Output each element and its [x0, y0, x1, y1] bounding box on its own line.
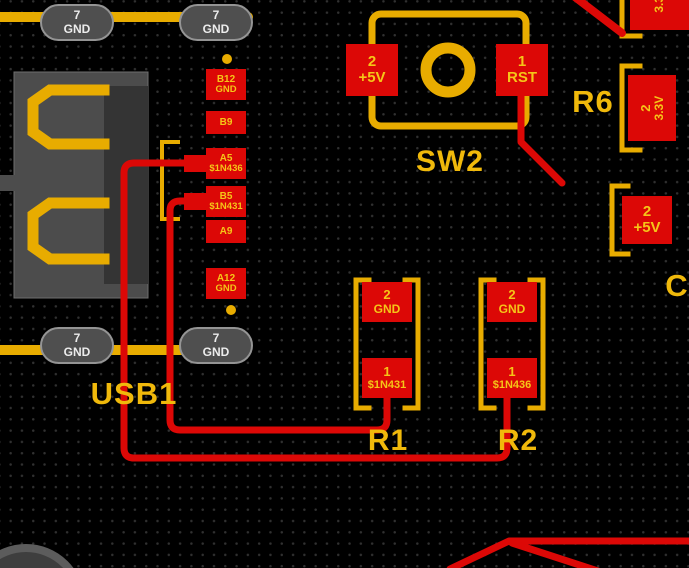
pad-number: 1 — [517, 52, 527, 70]
usb-shell-slot-bottom[interactable] — [27, 197, 110, 265]
pad-net: GND — [202, 344, 230, 359]
usb-pad-a5[interactable]: A5 $1N436 — [206, 148, 246, 179]
r1-courtyard — [353, 277, 421, 411]
pad-net: 3.3V — [651, 95, 666, 121]
sw2-pad-2[interactable]: 2 +5V — [346, 44, 398, 96]
gnd-oval-pad-top-right[interactable]: 7 GND — [179, 4, 253, 41]
pad-net: $1N436 — [209, 162, 243, 174]
pad-net: GND — [215, 282, 237, 294]
trace-bottom-right-1[interactable] — [446, 537, 689, 568]
silkscreen-ref-c-partial[interactable]: C — [665, 268, 689, 303]
plus5v-courtyard — [609, 183, 631, 257]
pad-net: $1N431 — [209, 200, 243, 212]
pad-net: RST — [507, 69, 537, 86]
pad-number: 2 — [367, 52, 377, 70]
pad-net: +5V — [633, 219, 661, 236]
pad-number: A5 — [219, 152, 233, 164]
mounting-hole[interactable] — [0, 544, 81, 568]
pad-number: 2 — [508, 287, 516, 303]
silkscreen-ref-sw2[interactable]: SW2 — [415, 145, 484, 178]
pad-net: GND — [215, 83, 237, 95]
pad-number: B5 — [219, 190, 233, 202]
pad-number: 7 — [73, 8, 81, 23]
pad-net: +5V — [358, 69, 386, 86]
silkscreen-ref-r6[interactable]: R6 — [572, 84, 614, 119]
pad-net: GND — [498, 301, 526, 316]
r6-courtyard — [619, 63, 643, 153]
usb-shell-slot-top[interactable] — [27, 84, 110, 150]
pad-net: GND — [63, 344, 91, 359]
r2-courtyard — [478, 277, 546, 411]
trace-top-right[interactable] — [571, 0, 626, 37]
gnd-oval-pad-bottom-left[interactable]: 7 GND — [40, 327, 114, 364]
pad-net: $1N431 — [367, 379, 407, 392]
pad-number: 7 — [212, 331, 220, 346]
pad-number: 1 — [508, 363, 516, 379]
pad-net: GND — [202, 21, 230, 36]
usb-pad-a12[interactable]: A12 GND — [206, 268, 246, 299]
r2-pad-1[interactable]: 1 $1N436 — [487, 358, 537, 398]
trace-1n431-to-r1[interactable] — [166, 197, 391, 434]
plus5v-pad[interactable]: 2 +5V — [622, 196, 672, 244]
r2-pad-2[interactable]: 2 GND — [487, 282, 537, 322]
pad-number: B12 — [216, 73, 236, 85]
rotated-pad-text: 3.3V — [652, 0, 667, 13]
rotated-pad-text: 2 3.3V — [637, 95, 666, 121]
sw2-pad-1[interactable]: 1 RST — [496, 44, 548, 96]
pad-number: 2 — [637, 104, 653, 112]
trace-1n436-to-r2[interactable] — [120, 159, 511, 462]
gnd-oval-pad-top-left[interactable]: 7 GND — [40, 4, 114, 41]
trace-bottom-right-2[interactable] — [508, 539, 601, 568]
r1-pad-2[interactable]: 2 GND — [362, 282, 412, 322]
pad-number: 2 — [383, 287, 391, 303]
via-bottom[interactable] — [226, 305, 236, 315]
usb-pad-a9[interactable]: A9 — [206, 220, 246, 243]
pad-net: GND — [63, 21, 91, 36]
usb-pad-b5[interactable]: B5 $1N431 — [206, 186, 246, 217]
top-right-pad[interactable]: 3.3V — [630, 0, 689, 30]
silkscreen-ref-r1[interactable]: R1 — [367, 424, 409, 457]
usb-pad-b9[interactable]: B9 — [206, 111, 246, 134]
sw2-button-ring[interactable] — [420, 42, 476, 98]
pad-net: 3.3V — [652, 0, 667, 13]
via-top[interactable] — [222, 54, 232, 64]
trace-rst[interactable] — [517, 88, 566, 187]
pad-number: 7 — [212, 8, 220, 23]
pad-net: GND — [373, 301, 401, 316]
usb-pad-b12[interactable]: B12 GND — [206, 69, 246, 100]
pad-number: 2 — [642, 202, 652, 220]
silkscreen-ref-usb1[interactable]: USB1 — [90, 376, 178, 411]
r1-pad-1[interactable]: 1 $1N431 — [362, 358, 412, 398]
pad-number: A9 — [219, 226, 233, 237]
gnd-oval-pad-bottom-right[interactable]: 7 GND — [179, 327, 253, 364]
r6-pad-2[interactable]: 2 3.3V — [628, 75, 676, 141]
pad-number: 7 — [73, 331, 81, 346]
silkscreen-ref-r2[interactable]: R2 — [497, 424, 539, 457]
pad-number: B9 — [219, 117, 233, 128]
pad-net: $1N436 — [492, 379, 532, 392]
pad-number: A12 — [216, 272, 236, 284]
pad-number: 1 — [383, 363, 391, 379]
